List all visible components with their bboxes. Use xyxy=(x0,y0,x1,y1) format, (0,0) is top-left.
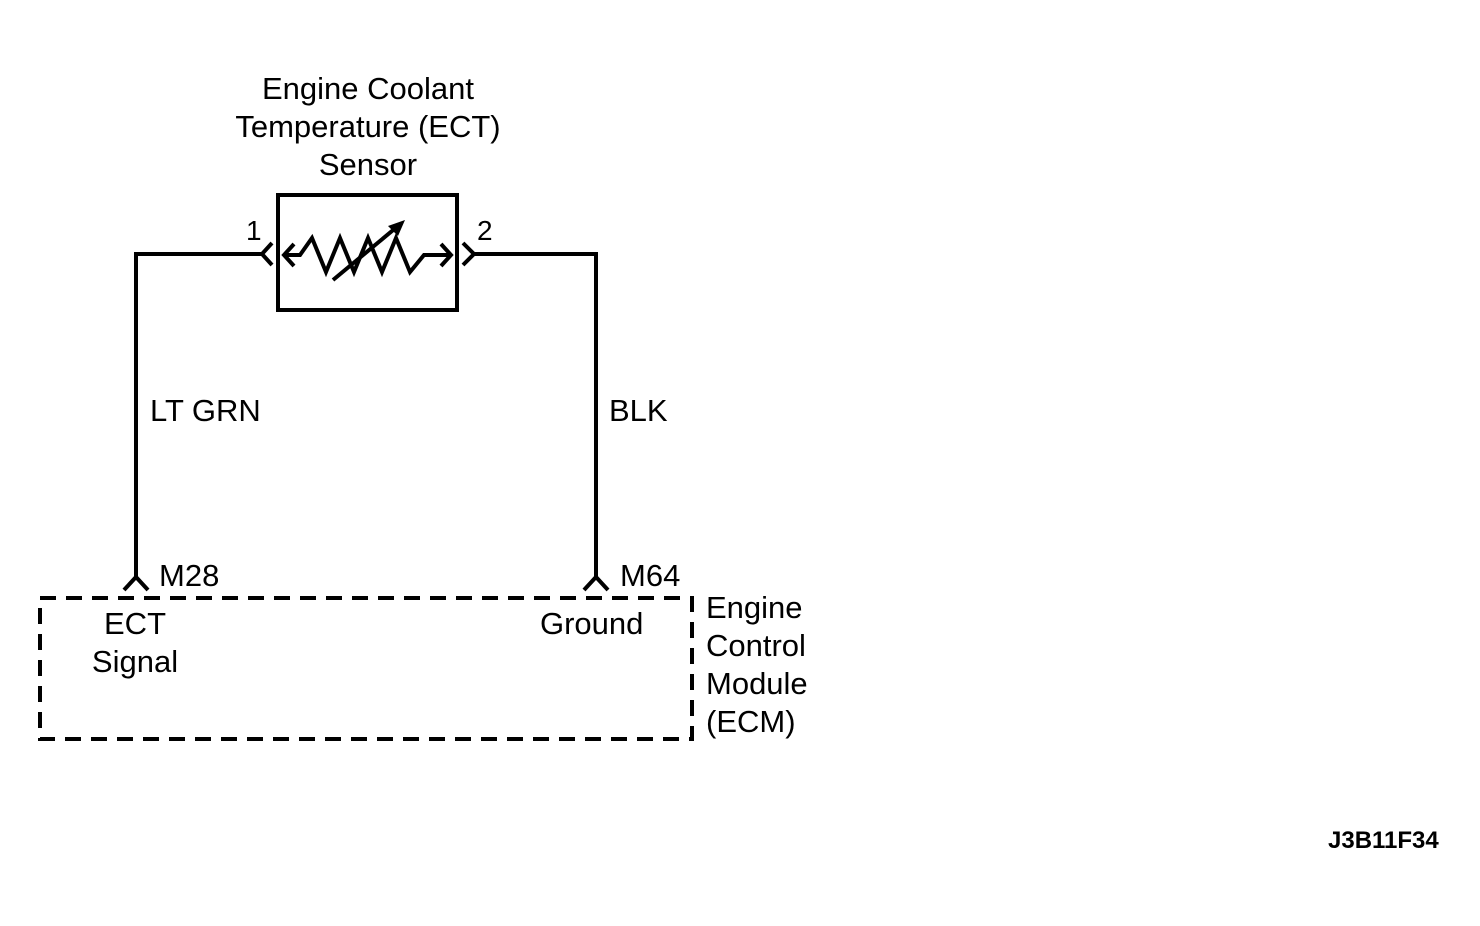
ecm-boundary xyxy=(38,596,694,741)
ecm-label-line-4: (ECM) xyxy=(706,704,796,739)
sensor-title-line-3: Sensor xyxy=(318,147,418,182)
wire-lt-grn-label: LT GRN xyxy=(150,393,261,428)
thermistor-symbol xyxy=(281,220,454,282)
terminal-m64-label: M64 xyxy=(620,558,681,593)
ect-signal-line-1: ECT xyxy=(104,606,166,641)
ecm-label-line-3: Module xyxy=(706,666,808,701)
figure-id: J3B11F34 xyxy=(1328,827,1439,854)
connector-pin-1 xyxy=(259,241,274,267)
sensor-title-line-2: Temperature (ECT) xyxy=(235,109,501,144)
terminal-m64-symbol xyxy=(582,574,610,592)
ect-signal-line-2: Signal xyxy=(91,644,179,679)
connector-pin-2 xyxy=(461,241,477,267)
ground-label: Ground xyxy=(540,606,644,641)
ecm-label: Engine Control Module (ECM) xyxy=(706,589,808,741)
ect-signal-label: ECT Signal xyxy=(70,605,200,681)
pin-2-label: 2 xyxy=(477,215,493,246)
sensor-title: Engine Coolant Temperature (ECT) Sensor xyxy=(208,70,528,184)
ecm-label-line-2: Control xyxy=(706,628,806,663)
ecm-label-line-1: Engine xyxy=(706,590,803,625)
terminal-m28-symbol xyxy=(122,574,150,592)
wire-blk-label: BLK xyxy=(609,393,668,428)
sensor-box xyxy=(276,193,459,312)
pin-1-label: 1 xyxy=(246,215,262,246)
wire-lt-grn xyxy=(134,252,262,577)
wire-blk xyxy=(474,252,598,577)
terminal-m28-label: M28 xyxy=(159,558,220,593)
sensor-title-line-1: Engine Coolant xyxy=(262,71,474,106)
